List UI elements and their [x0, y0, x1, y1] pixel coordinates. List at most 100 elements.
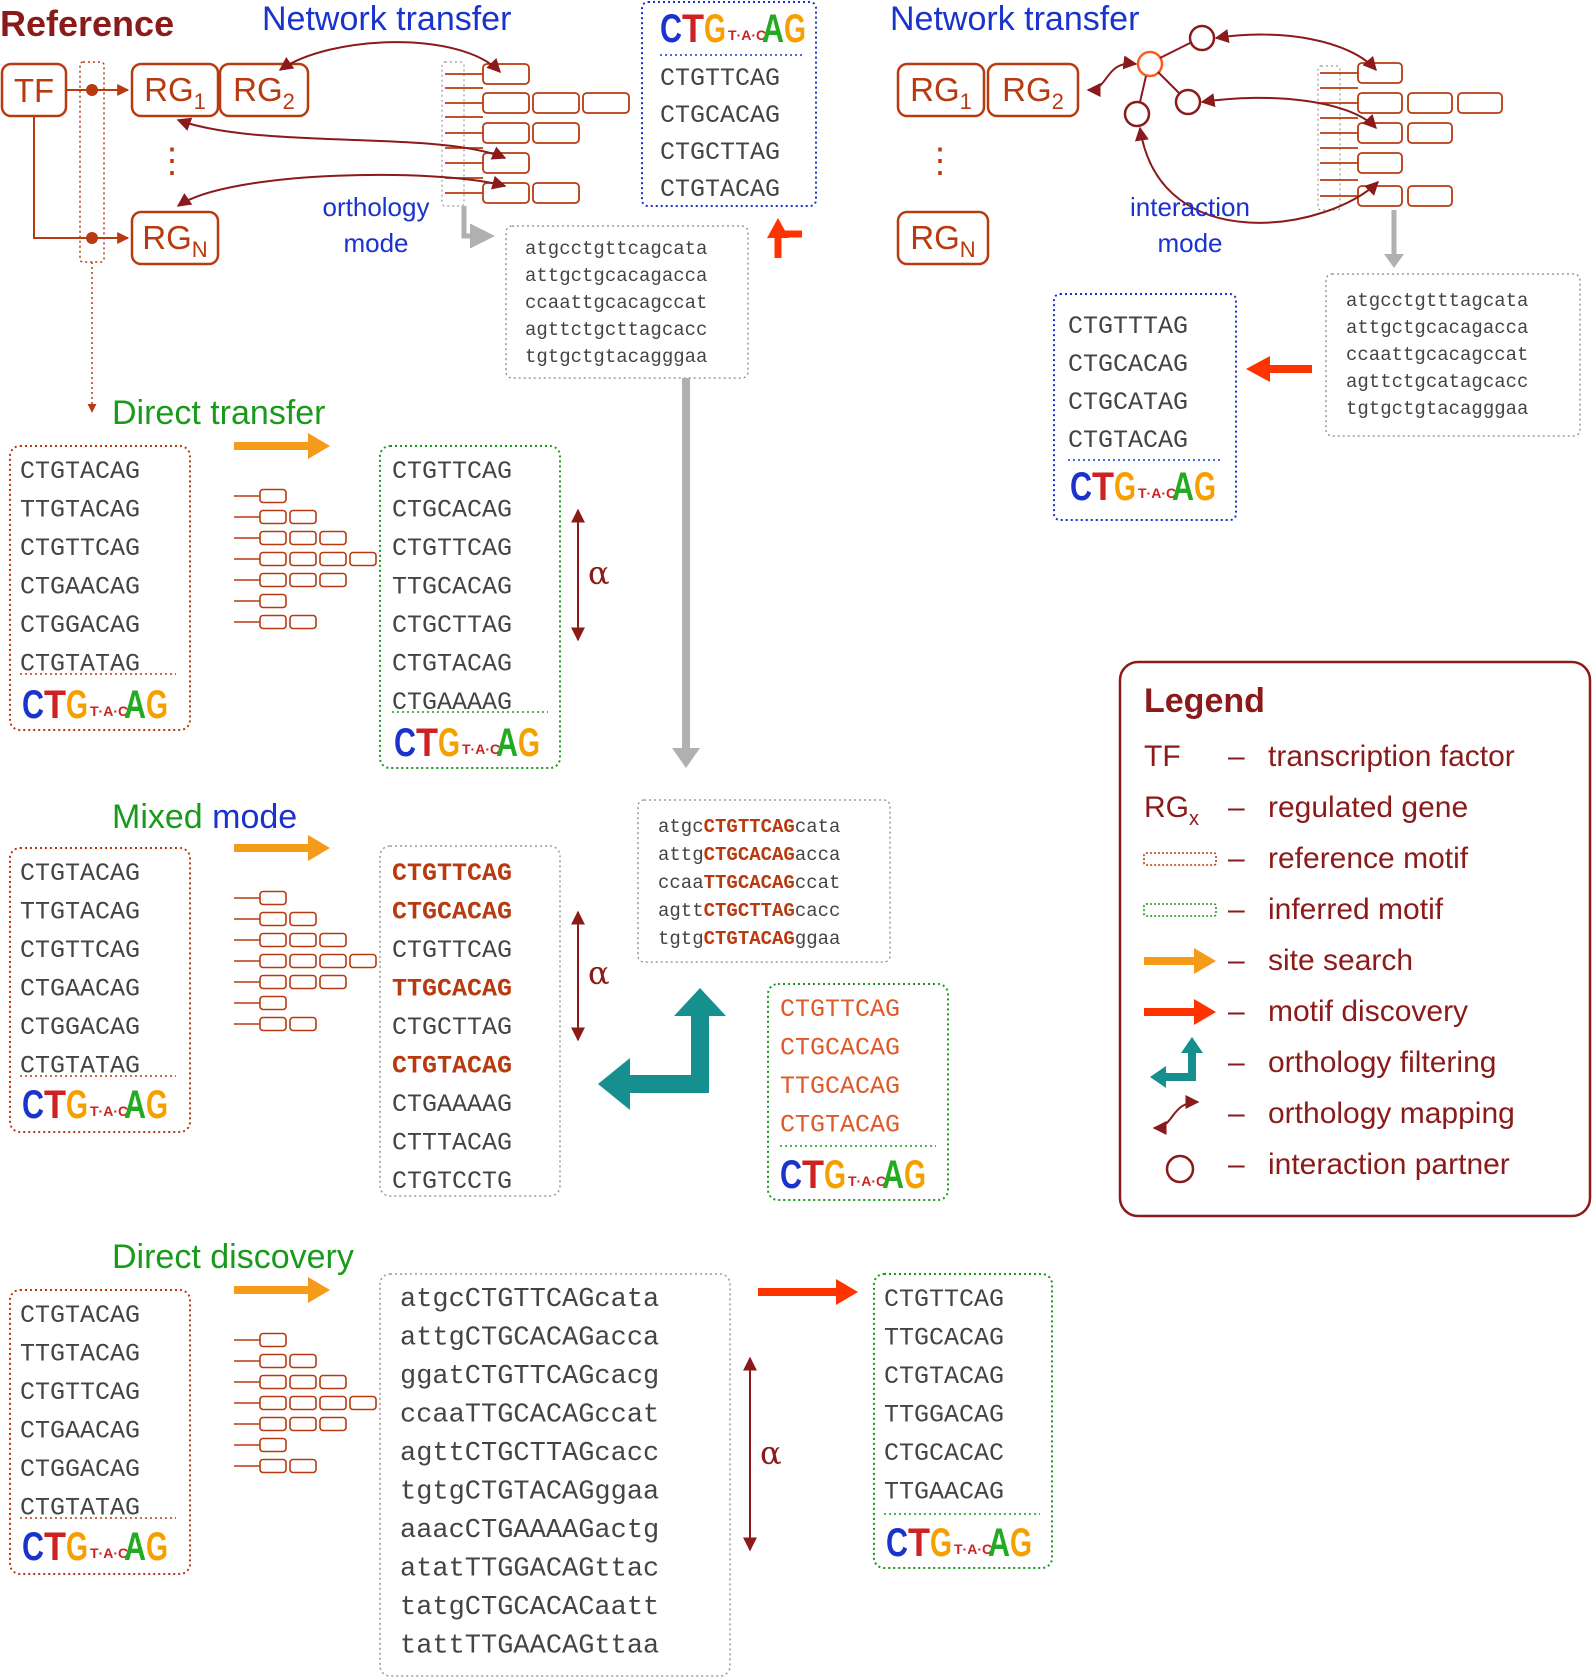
direct-transfer-reference-motif-box — [9, 445, 191, 731]
reference-dots: ⋮ — [155, 142, 189, 180]
interaction-rgn-box-subscript: N — [960, 237, 976, 262]
motif-site: CTGCTTAG — [660, 138, 780, 167]
gene-box — [289, 572, 317, 588]
gene-box — [289, 1374, 317, 1390]
reference-site: CTGTACAG — [20, 457, 140, 486]
logo-letter-G: G — [930, 1521, 952, 1565]
orthology-mode-label: orthology — [323, 192, 430, 222]
logo-letter-T: T — [1092, 465, 1114, 509]
legend-symbol-text: TF — [1144, 740, 1181, 773]
orthology-mapping-arrow — [1086, 55, 1138, 97]
gene-box — [319, 1374, 347, 1390]
inferred-site: CTGTACAG — [392, 650, 512, 679]
promoter-sequence: tgtgctgtacagggaa — [525, 346, 707, 368]
curly-arrow-icon — [1152, 1095, 1200, 1135]
gene-box — [532, 122, 580, 144]
logo-small-letters: T·A·C — [90, 703, 128, 719]
logo-letter-C: C — [394, 721, 416, 765]
logo-letter-G: G — [66, 683, 88, 727]
logo-letter-C: C — [22, 683, 44, 727]
rgn-box — [130, 210, 220, 266]
search-site: TTGCACAG — [392, 975, 512, 1004]
gene-box — [259, 1395, 287, 1411]
gene-box — [259, 1332, 287, 1348]
discovery-sequence: atgcCTGTTCAGcata — [400, 1285, 659, 1315]
bent-shaft — [1164, 1051, 1196, 1081]
interaction-edge — [1159, 41, 1193, 59]
gene-box — [289, 974, 317, 990]
gene-box — [289, 1416, 317, 1432]
gene-box — [349, 1395, 377, 1411]
rgn-box-label: RGN — [142, 219, 207, 262]
legend-label: orthology filtering — [1268, 1046, 1496, 1079]
gene-box — [1357, 92, 1403, 114]
inferred-site: CTGTTCAG — [780, 995, 900, 1024]
inferred-site: CTGTACAG — [884, 1362, 1004, 1391]
flank: acca — [795, 844, 841, 866]
arrow-head — [308, 1277, 330, 1303]
inferred-site: CTGCACAC — [884, 1439, 1004, 1468]
promoter-sequence: attgctgcacagacca — [525, 265, 707, 287]
logo-small-letters: T·A·C — [90, 1103, 128, 1119]
legend-dash: – — [1228, 944, 1245, 977]
logo-letter-C: C — [1070, 465, 1092, 509]
interaction-rg1-box — [896, 62, 986, 118]
discovery-sequence: aaacCTGAAAAGactg — [400, 1516, 659, 1546]
gene-box — [482, 122, 530, 144]
rg2-box-label: RG2 — [233, 71, 295, 114]
logo-letter-T: T — [44, 1083, 66, 1127]
mixed-regulon — [234, 890, 377, 1032]
direct-transfer-title: Direct transfer — [112, 394, 326, 432]
circle-icon — [1165, 1154, 1195, 1184]
arrow-head — [1194, 948, 1216, 974]
inferred-site: CTGTTCAG — [392, 534, 512, 563]
rg2-box-subscript: 2 — [283, 89, 295, 114]
interaction-rg2-box-text: RG — [1002, 71, 1052, 108]
inferred-site: CTGTTCAG — [392, 457, 512, 486]
legend-label: transcription factor — [1268, 740, 1515, 773]
gene-box — [259, 488, 287, 504]
gene-box — [289, 1016, 317, 1032]
gene-box — [259, 551, 287, 567]
legend-symbol-text: RG — [1144, 791, 1189, 824]
inferred-site: CTGTTCAG — [884, 1285, 1004, 1314]
gene-box — [482, 92, 530, 114]
gene-box — [319, 530, 347, 546]
promoter-sequence: ccaattgcacagccat — [1346, 344, 1528, 366]
logo-letter-C: C — [886, 1521, 908, 1565]
gene-box — [259, 1016, 287, 1032]
mixed-promoter-sequence: attgCTGCACAGacca — [658, 844, 840, 866]
motif-site: CTGTTCAG — [660, 64, 780, 93]
search-site: CTGTTCAG — [392, 859, 512, 888]
arrow-shaft — [234, 1286, 312, 1294]
gene-box — [289, 1458, 317, 1474]
reference-site: TTGTACAG — [20, 496, 140, 525]
arrow-shaft — [1144, 957, 1198, 965]
search-site: CTGAAAAG — [392, 1090, 512, 1119]
reference-site: TTGTACAG — [20, 898, 140, 927]
site-search-arrow — [234, 835, 330, 861]
orthology-mapping-arrow — [176, 117, 507, 160]
logo-letter-G: G — [146, 1083, 168, 1127]
reference-site: CTGAACAG — [20, 573, 140, 602]
arrow-head — [1194, 999, 1216, 1025]
gene-box — [349, 551, 377, 567]
logo-letter-G: G — [438, 721, 460, 765]
arrow-head — [836, 1279, 858, 1305]
arrow-shaft — [234, 442, 312, 450]
discovery-inferred-motif-box — [873, 1273, 1053, 1569]
reference-box-icon — [1143, 852, 1217, 866]
motif-site: CTGTACAG — [1068, 426, 1188, 455]
alpha-symbol: α — [588, 954, 610, 992]
logo-letter-C: C — [660, 7, 682, 51]
gene-box — [259, 890, 287, 906]
gene-box — [259, 932, 287, 948]
gene-box — [532, 182, 580, 204]
arrow-head — [308, 433, 330, 459]
direct-transfer-regulon — [234, 488, 377, 630]
logo-letter-G: G — [1114, 465, 1136, 509]
logo-letter-A: A — [124, 1525, 146, 1569]
promoter-sequence: agttctgcttagcacc — [525, 319, 707, 341]
gene-box — [289, 932, 317, 948]
